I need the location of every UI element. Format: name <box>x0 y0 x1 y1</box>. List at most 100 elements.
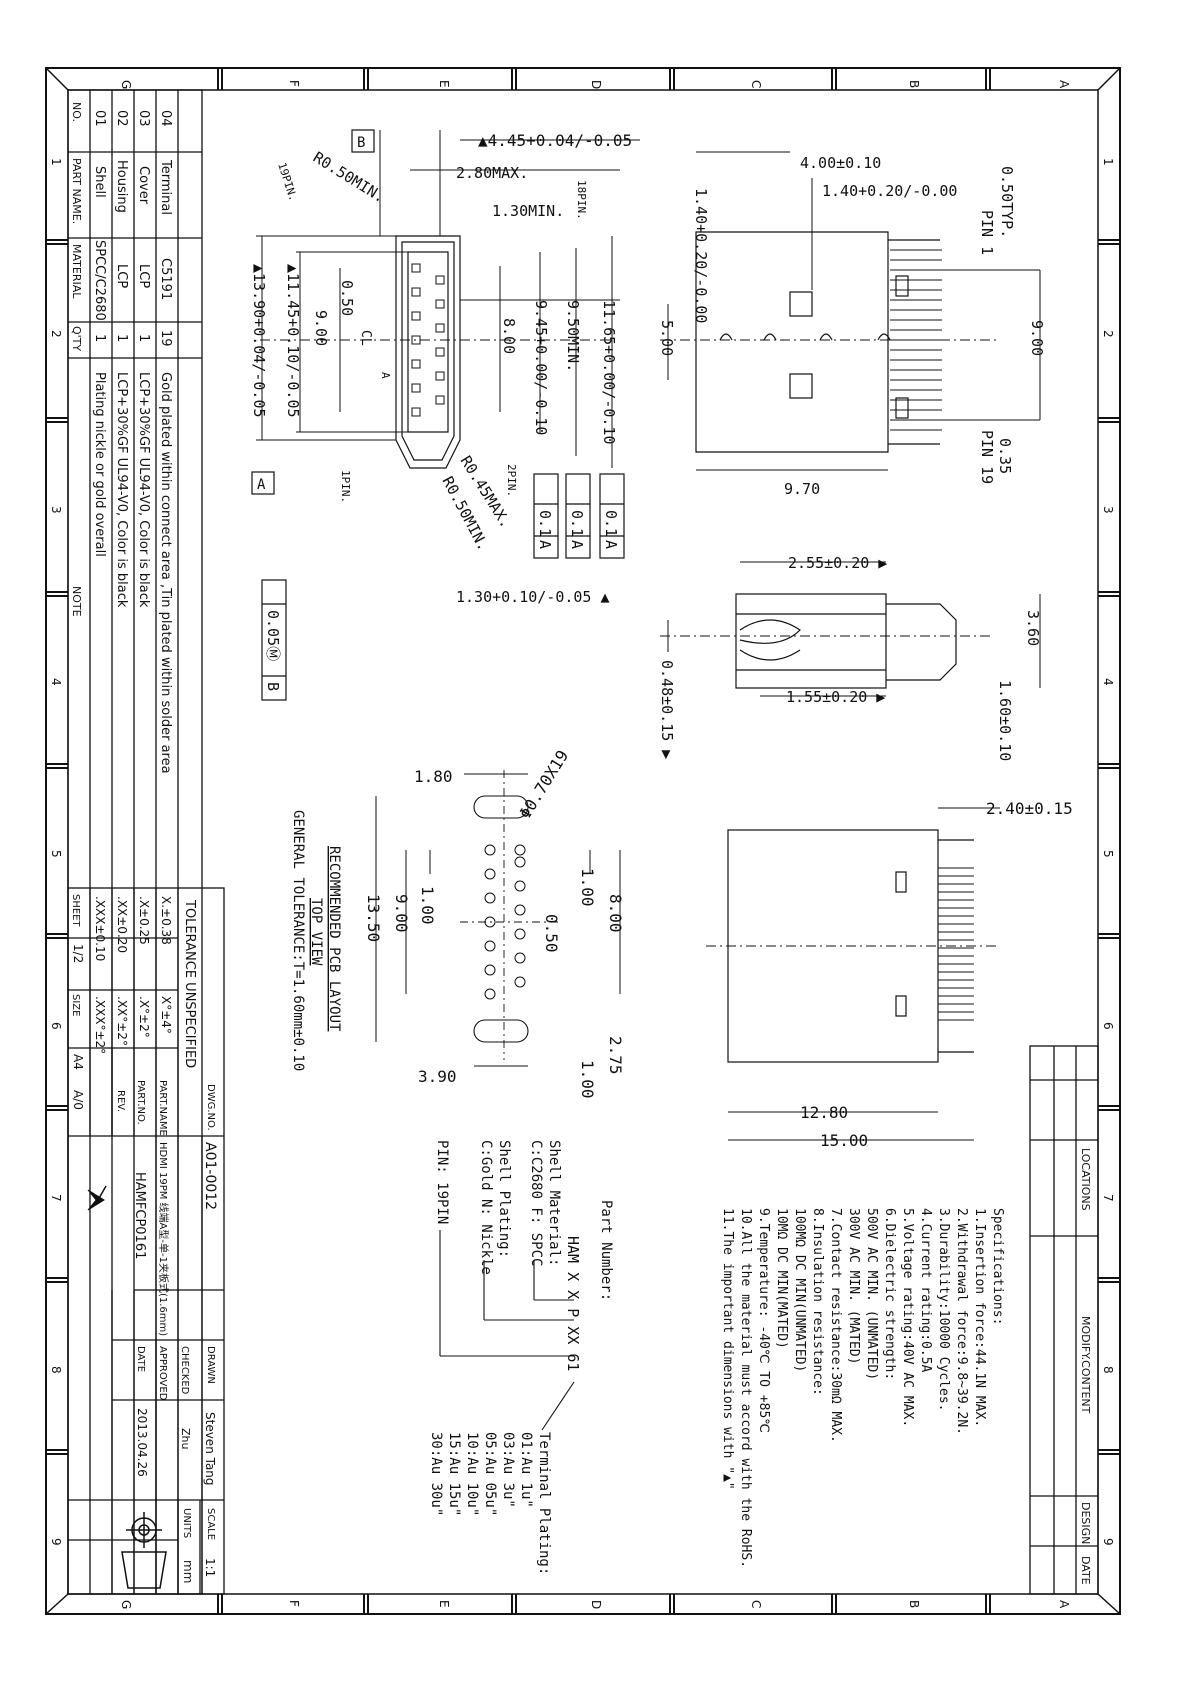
bom-row-01-qty: 1 <box>92 334 107 342</box>
pcb-layout <box>375 770 621 1067</box>
zone-letter-f: F <box>287 80 301 87</box>
pn-terminal-opt-3: 05:Au 05u" <box>482 1432 498 1516</box>
pcb-dim-1-00-bottom: 1.00 <box>578 1060 597 1099</box>
bom-row-02-part: Housing <box>114 160 129 213</box>
pcb-dim-0-50: 0.50 <box>542 914 561 953</box>
scale-label: SCALE <box>205 1508 216 1540</box>
front-dim-1pin: 1PIN. <box>339 470 352 503</box>
spec-line-4: 4.Current rating:0.5A <box>918 1208 933 1373</box>
approved-label: APPROVED <box>157 1346 168 1401</box>
zone-number-3: 3 <box>49 506 63 514</box>
revision-block <box>1029 1045 1099 1595</box>
pn-terminal-opt-2: 03:Au 3u" <box>500 1432 516 1508</box>
pn-shell-plating-opts: C:Gold N: Nickle <box>478 1140 494 1275</box>
tolerance-row-2a: .X±0.25 <box>137 896 151 945</box>
tolerance-row-1b: X°±4° <box>159 996 173 1034</box>
partno-label: PART.NO. <box>135 1080 146 1125</box>
spec-line-7: 500V AC MIN. (UNMATED) <box>864 1208 879 1380</box>
front-view-fcf-frames <box>251 129 625 701</box>
zone-number-1-right: 1 <box>1101 158 1115 166</box>
fcf-3-ref: A <box>602 540 620 549</box>
zone-number-3-right: 3 <box>1101 506 1115 514</box>
datum-a-small: A <box>379 372 392 379</box>
zone-number-9: 9 <box>49 1538 63 1546</box>
zone-number-2-right: 2 <box>1101 330 1115 338</box>
zone-letter-b: B <box>907 80 921 88</box>
pcb-dim-9-00: 9.00 <box>392 894 411 933</box>
bom-row-02-material: LCP <box>114 264 129 288</box>
zone-number-6-right: 6 <box>1101 1022 1115 1030</box>
top-dim-1-40-a: 1.40+0.20/-0.00 <box>822 182 957 200</box>
bottom-dim-2-40: 2.40±0.15 <box>986 799 1073 818</box>
zone-number-5: 5 <box>49 850 63 858</box>
units-label: UNITS <box>181 1508 192 1538</box>
zone-number-4: 4 <box>49 678 63 686</box>
date-value: 2013.04.26 <box>135 1408 149 1477</box>
pn-terminal-plating: Terminal Plating: <box>536 1432 552 1575</box>
side-dim-0-48: 0.48±0.15 ▶ <box>658 660 676 759</box>
zone-number-9-right: 9 <box>1101 1538 1115 1546</box>
front-dim-18pin: 18PIN. <box>575 180 588 220</box>
checked-label: CHECKED <box>179 1346 190 1395</box>
revision-header-design: DESIGN <box>1079 1502 1092 1544</box>
pn-terminal-opt-5: 15:Au 15u" <box>446 1432 462 1516</box>
zone-number-6: 6 <box>49 1022 63 1030</box>
top-label-pin1: PIN 1 <box>978 210 996 255</box>
part-number-legend: Part Number: HAM X X P XX 61 Shell Mater… <box>428 1140 614 1575</box>
partno-value: HAMFCP0161 <box>132 1172 147 1259</box>
drawn-label: DRAWN <box>205 1346 216 1384</box>
spec-line-8: 300V AC MIN. (MATED) <box>846 1208 861 1365</box>
bom-row-02-note: LCP+30%GF UL94-V0, Color is black <box>114 372 129 608</box>
bom-row-01-note: Plating nickle or gold overall <box>92 372 107 557</box>
spec-line-9: 7.Contact resistance:30mΩ MAX. <box>828 1208 843 1443</box>
bom-row-04-part: Terminal <box>158 159 173 215</box>
side-dim-1-55: 1.55±0.20 ▶ <box>786 688 885 706</box>
zone-number-7: 7 <box>49 1194 63 1202</box>
partname-label: PART.NAME <box>157 1080 168 1136</box>
dwg-label: DWG.NO. <box>205 1084 216 1131</box>
zone-letter-e-bottom: E <box>437 1600 451 1608</box>
side-dim-3-60: 3.60 <box>1024 610 1042 646</box>
pn-code: HAM X X P XX 61 <box>564 1236 582 1371</box>
units-value: mm <box>181 1560 195 1583</box>
scale-value: 1:1 <box>203 1558 217 1577</box>
specifications: Specifications: 1.Insertion force:44.1N … <box>720 1208 1005 1568</box>
fcf-1-ref: A <box>536 540 554 549</box>
spec-line-1: 1.Insertion force:44.1N MAX. <box>972 1208 987 1427</box>
front-dim-4-45: ▲4.45+0.04/-0.05 <box>478 131 632 150</box>
bom-header-no: NO. <box>70 102 83 122</box>
top-label-pin19: PIN 19 <box>978 430 996 484</box>
date-label: DATE <box>135 1346 146 1372</box>
bom-row-04-material: C5191 <box>158 258 173 300</box>
pcb-dim-3-90: 3.90 <box>418 1067 457 1086</box>
front-dim-1-30min: 1.30MIN. <box>492 202 564 220</box>
dwg-value: A01-0012 <box>202 1142 218 1210</box>
bom-row-02-qty: 1 <box>114 334 129 342</box>
tolerance-row-3a: .XX±0.20 <box>115 896 129 953</box>
outer-frame <box>45 67 1121 1615</box>
fcf-2-tol: 0.1 <box>568 510 586 537</box>
rev-value: A/0 <box>71 1090 85 1110</box>
pcb-dim-1-00-right: 1.00 <box>578 868 597 907</box>
zone-number-8-right: 8 <box>1101 1366 1115 1374</box>
datum-b-label: B <box>357 135 365 151</box>
pcb-dim-1-80: 1.80 <box>414 767 453 786</box>
checked-value: Zhu <box>179 1428 192 1449</box>
pcb-tolerance: GENERAL TOLERANCE:T=1.60mm±0.10 <box>290 810 306 1071</box>
pcb-dim-1-00-left: 1.00 <box>418 886 437 925</box>
zone-letter-d-bottom: D <box>589 1600 603 1609</box>
spec-line-3: 3.Durability:10000 Cycles. <box>936 1208 951 1412</box>
pn-shell-material-opts: C:C2680 F: SPCC <box>528 1140 544 1266</box>
front-dim-0-50: 0.50 <box>338 280 356 316</box>
zone-number-5-right: 5 <box>1101 850 1115 858</box>
spec-title: Specifications: <box>990 1208 1005 1325</box>
sheet-value: 1/2 <box>71 944 85 963</box>
zone-number-4-right: 4 <box>1101 678 1115 686</box>
bom-row-04-note: Gold plated within connect area ,Tin pla… <box>158 372 173 774</box>
spec-line-11: 100MΩ DC MIN(UNMATED) <box>792 1208 807 1372</box>
bom-header-part: PART NAME. <box>70 158 83 224</box>
front-dim-2-80max: 2.80MAX. <box>456 164 528 182</box>
title-block <box>67 887 225 1595</box>
spec-line-14: 10.All the material must accord with the… <box>738 1208 753 1568</box>
bom-row-04-no: 04 <box>158 110 173 127</box>
